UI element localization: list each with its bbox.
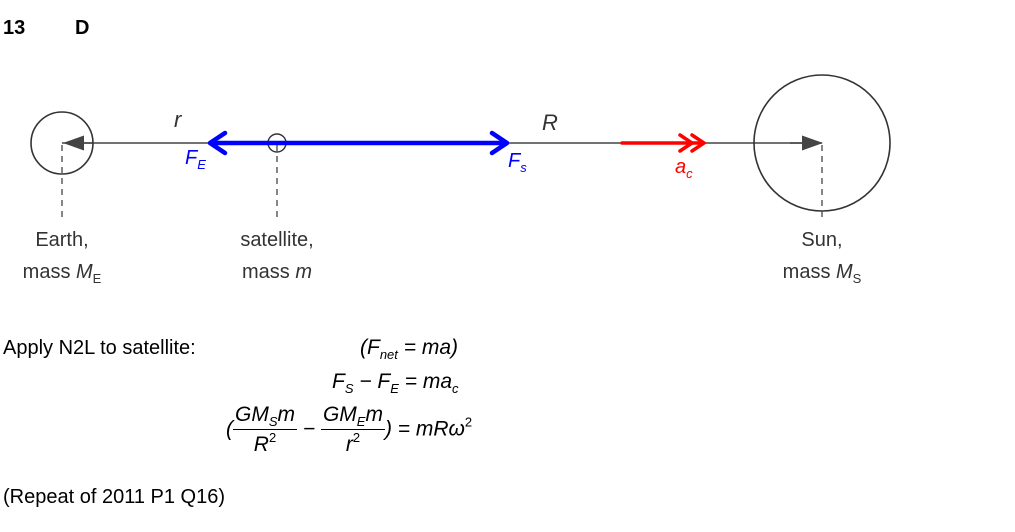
eq3-close: ) = mRω xyxy=(384,417,465,441)
eq1-open: (F xyxy=(360,336,380,359)
eq3-n2: GM xyxy=(322,403,357,426)
eq3-n1: GM xyxy=(235,403,269,426)
eq3-close-sup: 2 xyxy=(464,414,473,430)
eq2-a: F xyxy=(332,370,345,393)
earth-mass-symbol: M xyxy=(76,261,93,283)
eq3-d1-sup: 2 xyxy=(268,430,277,445)
ac-main: a xyxy=(675,156,687,178)
fs-main: F xyxy=(508,150,521,172)
eq2-a-sub: S xyxy=(344,381,354,396)
eq3-open: ( xyxy=(226,417,233,441)
eq2-b-sub: E xyxy=(390,381,399,396)
fe-label: FE xyxy=(185,147,206,172)
repeat-note: (Repeat of 2011 P1 Q16) xyxy=(3,486,225,508)
eq3-d2-sup: 2 xyxy=(352,430,361,445)
fs-sub: s xyxy=(520,160,527,175)
equation-2: FS − FE = mac xyxy=(332,370,459,396)
fs-label: Fs xyxy=(508,150,527,175)
eq2-c-sub: c xyxy=(452,381,459,396)
satellite-label-line1: satellite, xyxy=(240,229,314,251)
fe-sub: E xyxy=(197,157,206,172)
eq3-n2-end: m xyxy=(365,403,383,426)
eq3-n1-sub: S xyxy=(268,414,278,429)
satellite-label: satellite, mass m xyxy=(212,224,342,288)
intro-text: Apply N2L to satellite: xyxy=(3,337,196,359)
eq2-minus: − F xyxy=(353,370,391,393)
equation-1: (Fnet = ma) xyxy=(360,336,458,362)
acceleration-arrow-icon xyxy=(620,133,708,153)
satellite-mass-symbol: m xyxy=(295,261,312,283)
sun-label-line1: Sun, xyxy=(801,229,843,251)
eq3-n2-sub: E xyxy=(356,414,366,429)
eq1-rest: = ma) xyxy=(397,336,459,359)
fe-main: F xyxy=(185,147,198,169)
earth-circle xyxy=(30,111,94,175)
earth-label-mass: mass xyxy=(22,261,76,283)
sun-label-mass: mass xyxy=(782,261,836,283)
force-double-arrow-icon xyxy=(207,130,510,156)
question-number: 13 xyxy=(3,17,26,39)
r-label: r xyxy=(174,107,182,132)
earth-label: Earth, mass ME xyxy=(2,224,122,295)
eq3-n1-end: m xyxy=(277,403,296,426)
eq2-rest: = ma xyxy=(398,370,453,393)
sun-label: Sun, mass MS xyxy=(762,224,882,295)
ac-label: ac xyxy=(675,156,693,181)
eq1-sub: net xyxy=(379,347,398,362)
orbit-diagram xyxy=(30,74,891,218)
sun-mass-symbol: M xyxy=(836,261,853,283)
answer-letter: D xyxy=(75,17,90,39)
ac-sub: c xyxy=(686,166,693,181)
satellite-label-mass: mass xyxy=(241,261,296,283)
earth-label-line1: Earth, xyxy=(35,229,89,251)
R-label: R xyxy=(542,110,558,135)
eq3-minus: − xyxy=(297,417,321,441)
earth-mass-sub: E xyxy=(92,271,102,286)
sun-mass-sub: S xyxy=(852,271,862,286)
eq3-d1: R xyxy=(253,433,269,456)
eq3-d2: r xyxy=(345,433,353,456)
